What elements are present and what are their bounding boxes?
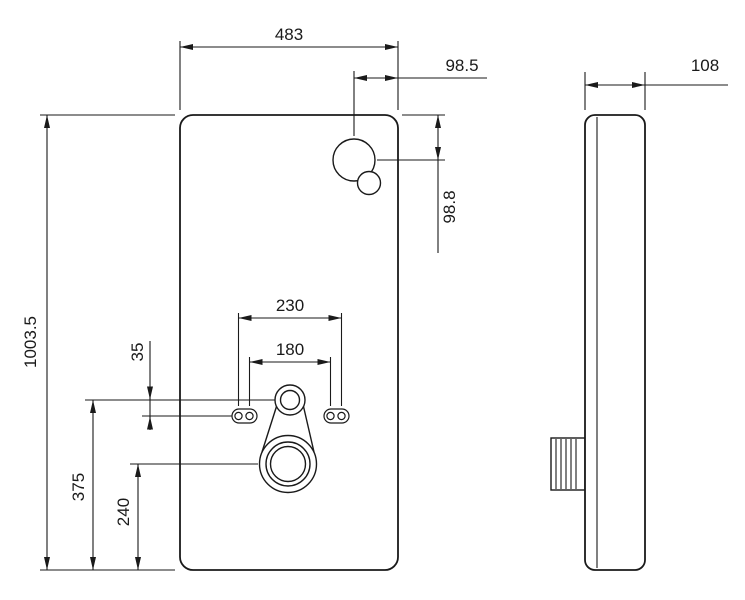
front-view — [179, 114, 399, 571]
housing-left-edge — [261, 406, 278, 453]
dim-flush-offset-right-label: 98.5 — [445, 56, 478, 75]
fixing-plate-right — [323, 408, 350, 424]
side-view — [550, 114, 646, 571]
outlet-assembly — [258, 384, 318, 494]
fixing-hole-right-outer — [337, 411, 346, 421]
dim-outlet-height-label: 240 — [114, 498, 133, 526]
fixing-hole-right-inner — [326, 411, 335, 421]
dim-overall-height-label: 1003.5 — [21, 316, 40, 368]
outlet-connection-mid — [265, 441, 311, 487]
flush-pipe-circle — [332, 138, 376, 182]
dim-inlet-height-label: 375 — [69, 473, 88, 501]
dim-fixing-outer-label: 230 — [276, 296, 304, 315]
panel-outline — [179, 114, 399, 571]
dim-inlet-to-fixing-label: 35 — [128, 343, 147, 362]
side-panel-outline — [584, 114, 646, 571]
dim-depth: 108 — [584, 56, 728, 110]
dim-fixing-inner: 180 — [248, 340, 332, 406]
corrugated-pipe-body — [550, 437, 586, 491]
fixing-hole-left-inner — [245, 411, 254, 421]
outlet-connection-inner — [269, 445, 307, 483]
dim-fixing-inner-label: 180 — [276, 340, 304, 359]
dim-overall-width: 483 — [179, 25, 399, 110]
dim-flush-offset-top: 98.8 — [377, 114, 459, 253]
dim-depth-label: 108 — [691, 56, 719, 75]
fixing-plate-left — [231, 408, 258, 424]
dim-inlet-height: 375 — [69, 400, 96, 570]
dim-overall-height: 1003.5 — [21, 114, 175, 571]
dim-inlet-to-fixing: 35 — [85, 341, 275, 430]
corrugated-pipe — [550, 437, 586, 491]
fixing-hole-left-outer — [234, 411, 243, 421]
housing-right-edge — [302, 406, 315, 453]
dim-flush-offset-top-label: 98.8 — [440, 190, 459, 223]
dim-flush-offset-right: 98.5 — [353, 56, 487, 136]
dim-overall-width-label: 483 — [275, 25, 303, 44]
flush-pipe-small-circle — [356, 170, 382, 196]
dim-outlet-height: 240 — [114, 463, 258, 570]
dim-fixing-outer: 230 — [237, 296, 343, 406]
inlet-connection-outer — [274, 384, 306, 416]
inlet-connection-inner — [279, 389, 301, 411]
